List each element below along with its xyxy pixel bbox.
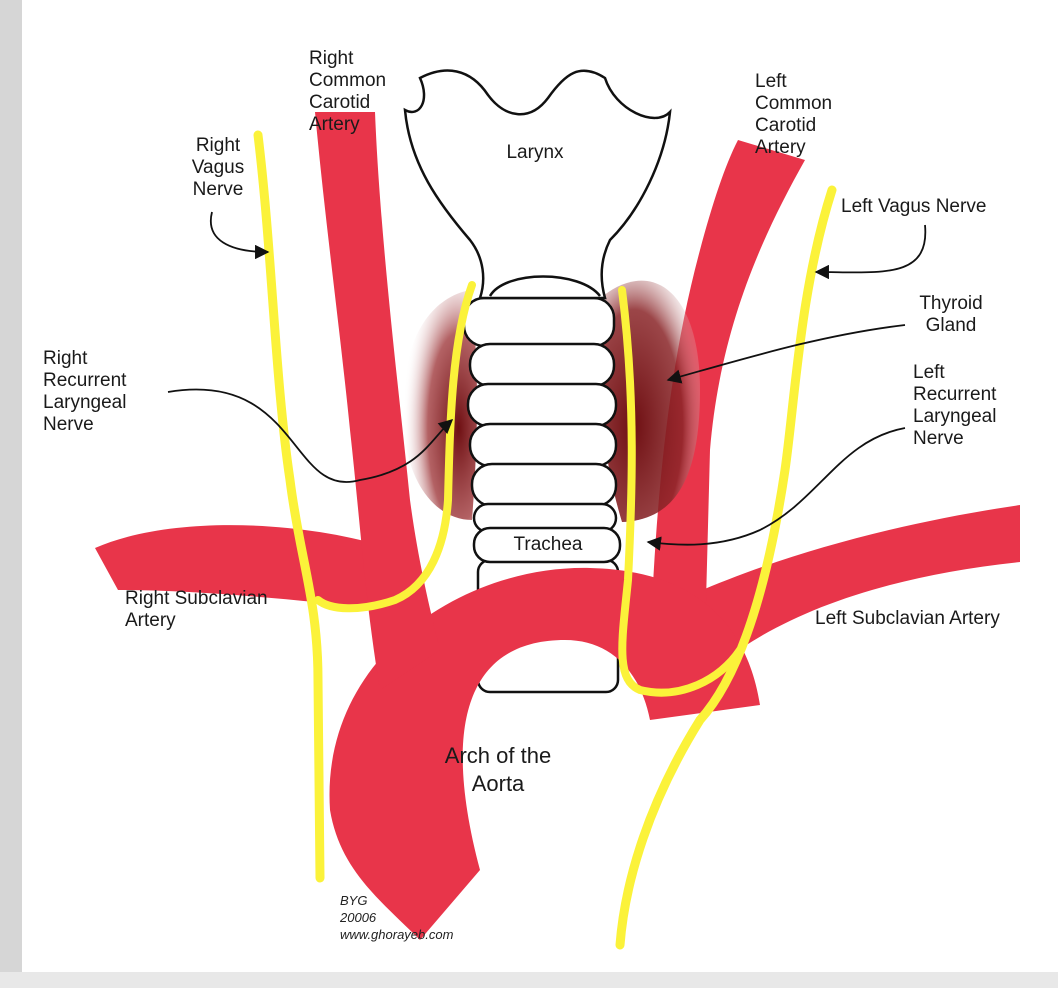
label-thyroid-gland: Thyroid Gland (919, 293, 983, 336)
label-larynx: Larynx (506, 142, 564, 163)
author-credit: BYG 20006 www.ghorayeb.com (340, 893, 454, 942)
arrow-right-vagus (209, 211, 270, 260)
label-left-common-carotid-artery: Left Common Carotid Artery (755, 71, 833, 158)
arrow-right-recurrent (167, 388, 454, 483)
arrow-left-recurrent (646, 427, 906, 551)
label-right-common-carotid-artery: Right Common Carotid Artery (309, 48, 387, 135)
bottom-border (0, 972, 1058, 988)
left-vagus-nerve (615, 185, 837, 950)
left-common-carotid-artery (650, 140, 805, 650)
label-left-vagus-nerve: Left Vagus Nerve (841, 196, 987, 217)
aortic-arch (329, 567, 760, 940)
label-right-recurrent-laryngeal-nerve: Right Recurrent Laryngeal Nerve (43, 348, 127, 435)
left-recurrent-laryngeal-nerve (618, 286, 744, 697)
larynx (403, 69, 672, 300)
right-recurrent-laryngeal-nerve (314, 281, 476, 613)
label-right-subclavian-artery: Right Subclavian Artery (125, 588, 268, 631)
arrow-left-vagus (814, 224, 927, 280)
label-trachea: Trachea (513, 534, 583, 555)
leader-arrows (167, 211, 927, 551)
label-right-vagus-nerve: Right Vagus Nerve (191, 135, 245, 200)
label-left-recurrent-laryngeal-nerve: Left Recurrent Laryngeal Nerve (913, 362, 997, 449)
right-subclavian-artery (95, 525, 390, 610)
left-border (0, 0, 22, 988)
arrow-thyroid (666, 324, 906, 384)
label-arch-of-aorta: Arch of the Aorta (444, 743, 552, 796)
right-vagus-nerve (253, 130, 325, 883)
right-common-carotid-artery (315, 112, 440, 690)
label-left-subclavian-artery: Left Subclavian Artery (815, 608, 1000, 629)
epiglottis (488, 275, 601, 297)
